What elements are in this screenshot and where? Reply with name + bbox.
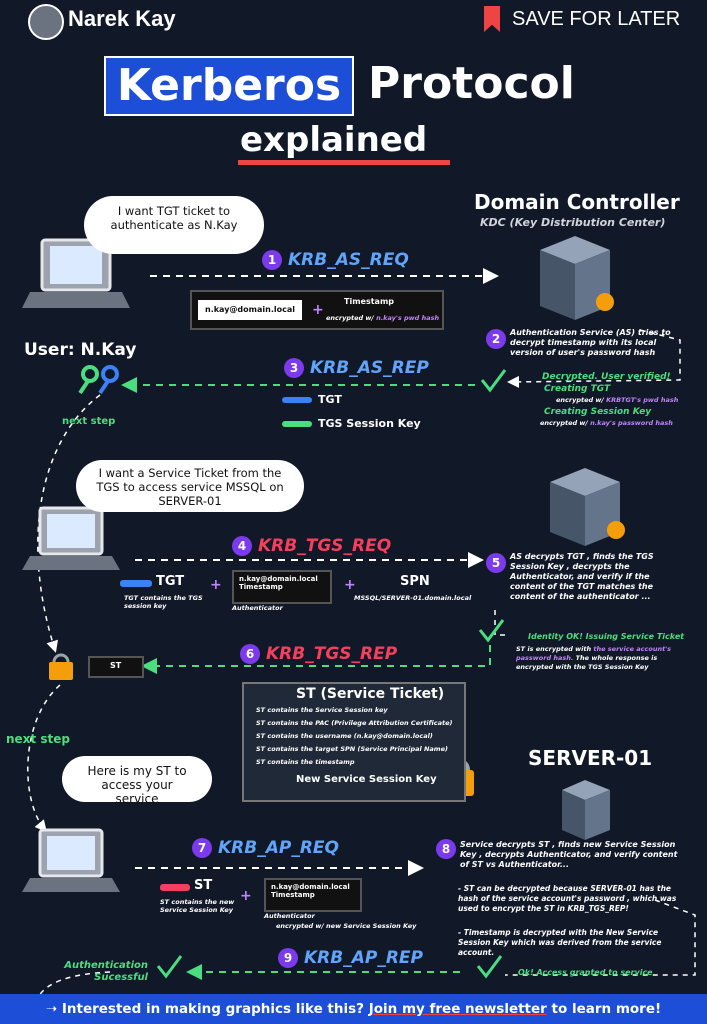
bubble-request-tgt: I want TGT ticket to authenticate as N.K… — [84, 196, 264, 254]
st-item: ST contains the target SPN (Service Prin… — [256, 745, 448, 753]
step1-enc: encrypted w/ n.kay's pwd hash — [326, 314, 440, 322]
footer-arrow-icon: ➝ — [45, 1001, 58, 1017]
step4-auth: Authenticator — [232, 604, 283, 612]
step5-enc: ST is encrypted with the service account… — [516, 645, 672, 671]
step4-tgt-key-icon — [120, 580, 152, 587]
green-key-icon — [78, 365, 99, 395]
bubble-send-st: Here is my ST to access your service — [62, 756, 212, 806]
dc-subtitle: KDC (Key Distribution Center) — [480, 216, 666, 229]
dc-title: Domain Controller — [474, 190, 680, 214]
step3-sk-key-icon — [282, 421, 312, 427]
step3-tgt-key-icon — [282, 397, 312, 403]
step7-auth: Authenticator — [264, 912, 315, 920]
step4-authenticator-box: n.kay@domain.local Timestamp — [232, 570, 332, 604]
footer-banner[interactable]: ➝ Interested in making graphics like thi… — [0, 994, 707, 1024]
step2-num: 2 — [486, 328, 512, 349]
server01-title: SERVER-01 — [528, 746, 653, 770]
avatar — [28, 4, 64, 40]
step7-user: n.kay@domain.local — [271, 883, 350, 891]
server01-icon — [562, 780, 610, 840]
title-kerberos: Kerberos — [104, 56, 354, 116]
step8-p2: - Timestamp is decrypted with the New Se… — [458, 928, 662, 957]
footer-text1: Interested in making graphics like this? — [61, 1001, 364, 1017]
st-item: ST contains the Service Session key — [256, 706, 388, 714]
step5-text: AS decrypts TGT , finds the TGS Session … — [510, 552, 654, 601]
step2-text: Authentication Service (AS) tries to dec… — [510, 328, 671, 357]
auth-success: Authentication Sucessful — [64, 960, 148, 983]
step2-verified: Decrypted. User verified! — [542, 372, 671, 382]
step4-spn-val: MSSQL/SERVER-01.domain.local — [354, 594, 472, 602]
step4-plus2: + — [344, 577, 356, 593]
step4-tgt: TGT — [156, 574, 185, 589]
step2-tgt-enc: encrypted w/ KRBTGT's pwd hash — [556, 396, 679, 404]
step4-tgt-note: TGT contains the TGS session key — [124, 594, 203, 610]
dc-server-icon-1 — [540, 236, 614, 320]
next-step-label-2: next step — [6, 732, 70, 746]
step4-spn: SPN — [400, 574, 430, 589]
next-step-label-1: next step — [62, 416, 116, 427]
step7-st: ST — [194, 878, 213, 893]
step7-st-note: ST contains the new Service Session Key — [160, 898, 235, 914]
step4-user: n.kay@domain.local — [239, 575, 318, 583]
user-laptop-icon-2 — [22, 506, 120, 570]
step2-tgt: Creating TGT — [544, 384, 611, 394]
step6-st-box — [88, 656, 144, 678]
st-new-key: New Service Session Key — [296, 774, 437, 785]
step7-enc: encrypted w/ new Service Session Key — [276, 922, 417, 930]
check-icon-3 — [476, 955, 503, 979]
title-protocol: Protocol — [368, 58, 575, 109]
footer-text2: to learn more! — [551, 1001, 662, 1017]
step8-ok: Ok! Access granted to service — [518, 968, 653, 977]
dc-server-icon-2 — [550, 468, 625, 546]
step1-timestamp: Timestamp — [344, 297, 395, 306]
step7-authenticator-box: n.kay@domain.local Timestamp — [264, 878, 362, 912]
st-box — [242, 682, 466, 802]
step7-ts: Timestamp — [271, 891, 315, 899]
step2-sk: Creating Session Key — [544, 407, 652, 417]
st-item: ST contains the username (n.kay@domain.l… — [256, 732, 433, 740]
bookmark-icon[interactable] — [484, 6, 500, 32]
step7-st-key-icon — [160, 884, 190, 891]
step8-p1: - ST can be decrypted because SERVER-01 … — [458, 884, 677, 913]
step1-payload — [190, 290, 444, 330]
check-icon-4 — [156, 955, 183, 979]
step3-sk: TGS Session Key — [318, 417, 421, 430]
user-label: User: N.Kay — [24, 340, 137, 360]
st-item: ST contains the timestamp — [256, 758, 355, 766]
step2-sk-enc: encrypted w/ n.kay's password hash — [540, 419, 673, 427]
save-for-later-button[interactable]: SAVE FOR LATER — [512, 8, 681, 30]
blue-key-icon — [98, 365, 119, 395]
step4-ts: Timestamp — [239, 583, 283, 591]
user-laptop-icon-3 — [22, 828, 120, 892]
bubble-request-st: I want a Service Ticket from the TGS to … — [76, 460, 304, 512]
step5-num: 5 — [486, 552, 512, 573]
check-icon-1 — [480, 369, 507, 393]
title-explained: explained — [240, 120, 428, 160]
step8-text: Service decrypts ST , finds new Service … — [460, 840, 678, 869]
footer-newsletter-link[interactable]: Join my free newsletter — [368, 1001, 547, 1017]
step7-plus: + — [240, 888, 252, 904]
user-laptop-icon-1 — [22, 238, 130, 308]
st-box-items: ST contains the Service Session key ST c… — [256, 706, 456, 771]
step4-plus1: + — [210, 577, 222, 593]
step6-st: ST — [110, 661, 122, 670]
step8-num: 8 — [436, 838, 462, 859]
st-box-title: ST (Service Ticket) — [296, 686, 445, 702]
author-name: Narek Kay — [68, 6, 176, 31]
step1-plus: + — [312, 302, 324, 318]
step5-ok: Identity OK! Issuing Service Ticket — [528, 632, 685, 641]
step1-user-box: n.kay@domain.local — [198, 300, 302, 320]
st-item: ST contains the PAC (Privilege Attributi… — [256, 719, 453, 727]
padlock-icon-1 — [49, 653, 73, 680]
check-icon-2 — [478, 619, 505, 643]
title-underline — [238, 160, 450, 165]
step3-tgt: TGT — [318, 393, 342, 406]
